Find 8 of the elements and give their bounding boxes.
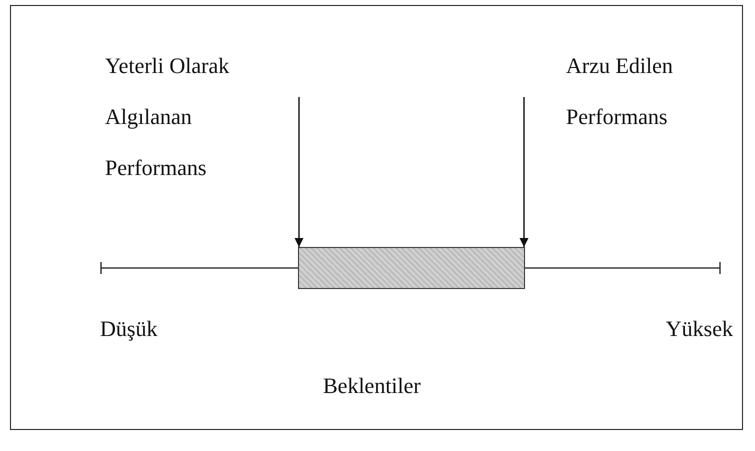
performance-label: Arzu Edilen Performans (524, 40, 743, 142)
arrow (520, 97, 528, 247)
scale-end-label: Yüksek (666, 316, 733, 342)
arrow (294, 97, 304, 247)
axis-title: Beklentiler (323, 373, 421, 399)
shaded-bar (298, 247, 525, 289)
scale-end-label: Düşük (100, 316, 158, 342)
performance-label: Yeterli Olarak Algılanan Performans (105, 40, 299, 193)
